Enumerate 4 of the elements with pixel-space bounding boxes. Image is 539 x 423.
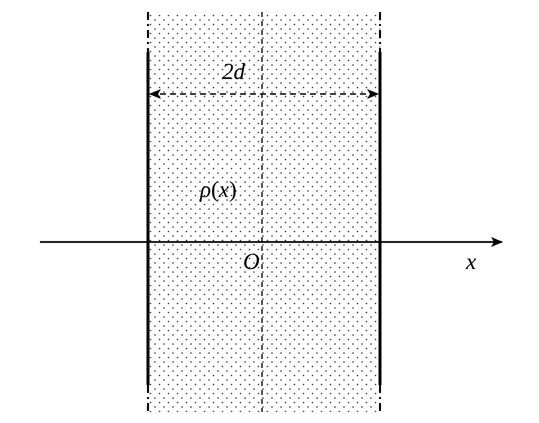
density-label: ρ(x)	[200, 178, 237, 201]
origin-label: O	[243, 250, 260, 273]
dimension-label: 2d	[222, 60, 245, 83]
axis-label: x	[466, 250, 476, 273]
